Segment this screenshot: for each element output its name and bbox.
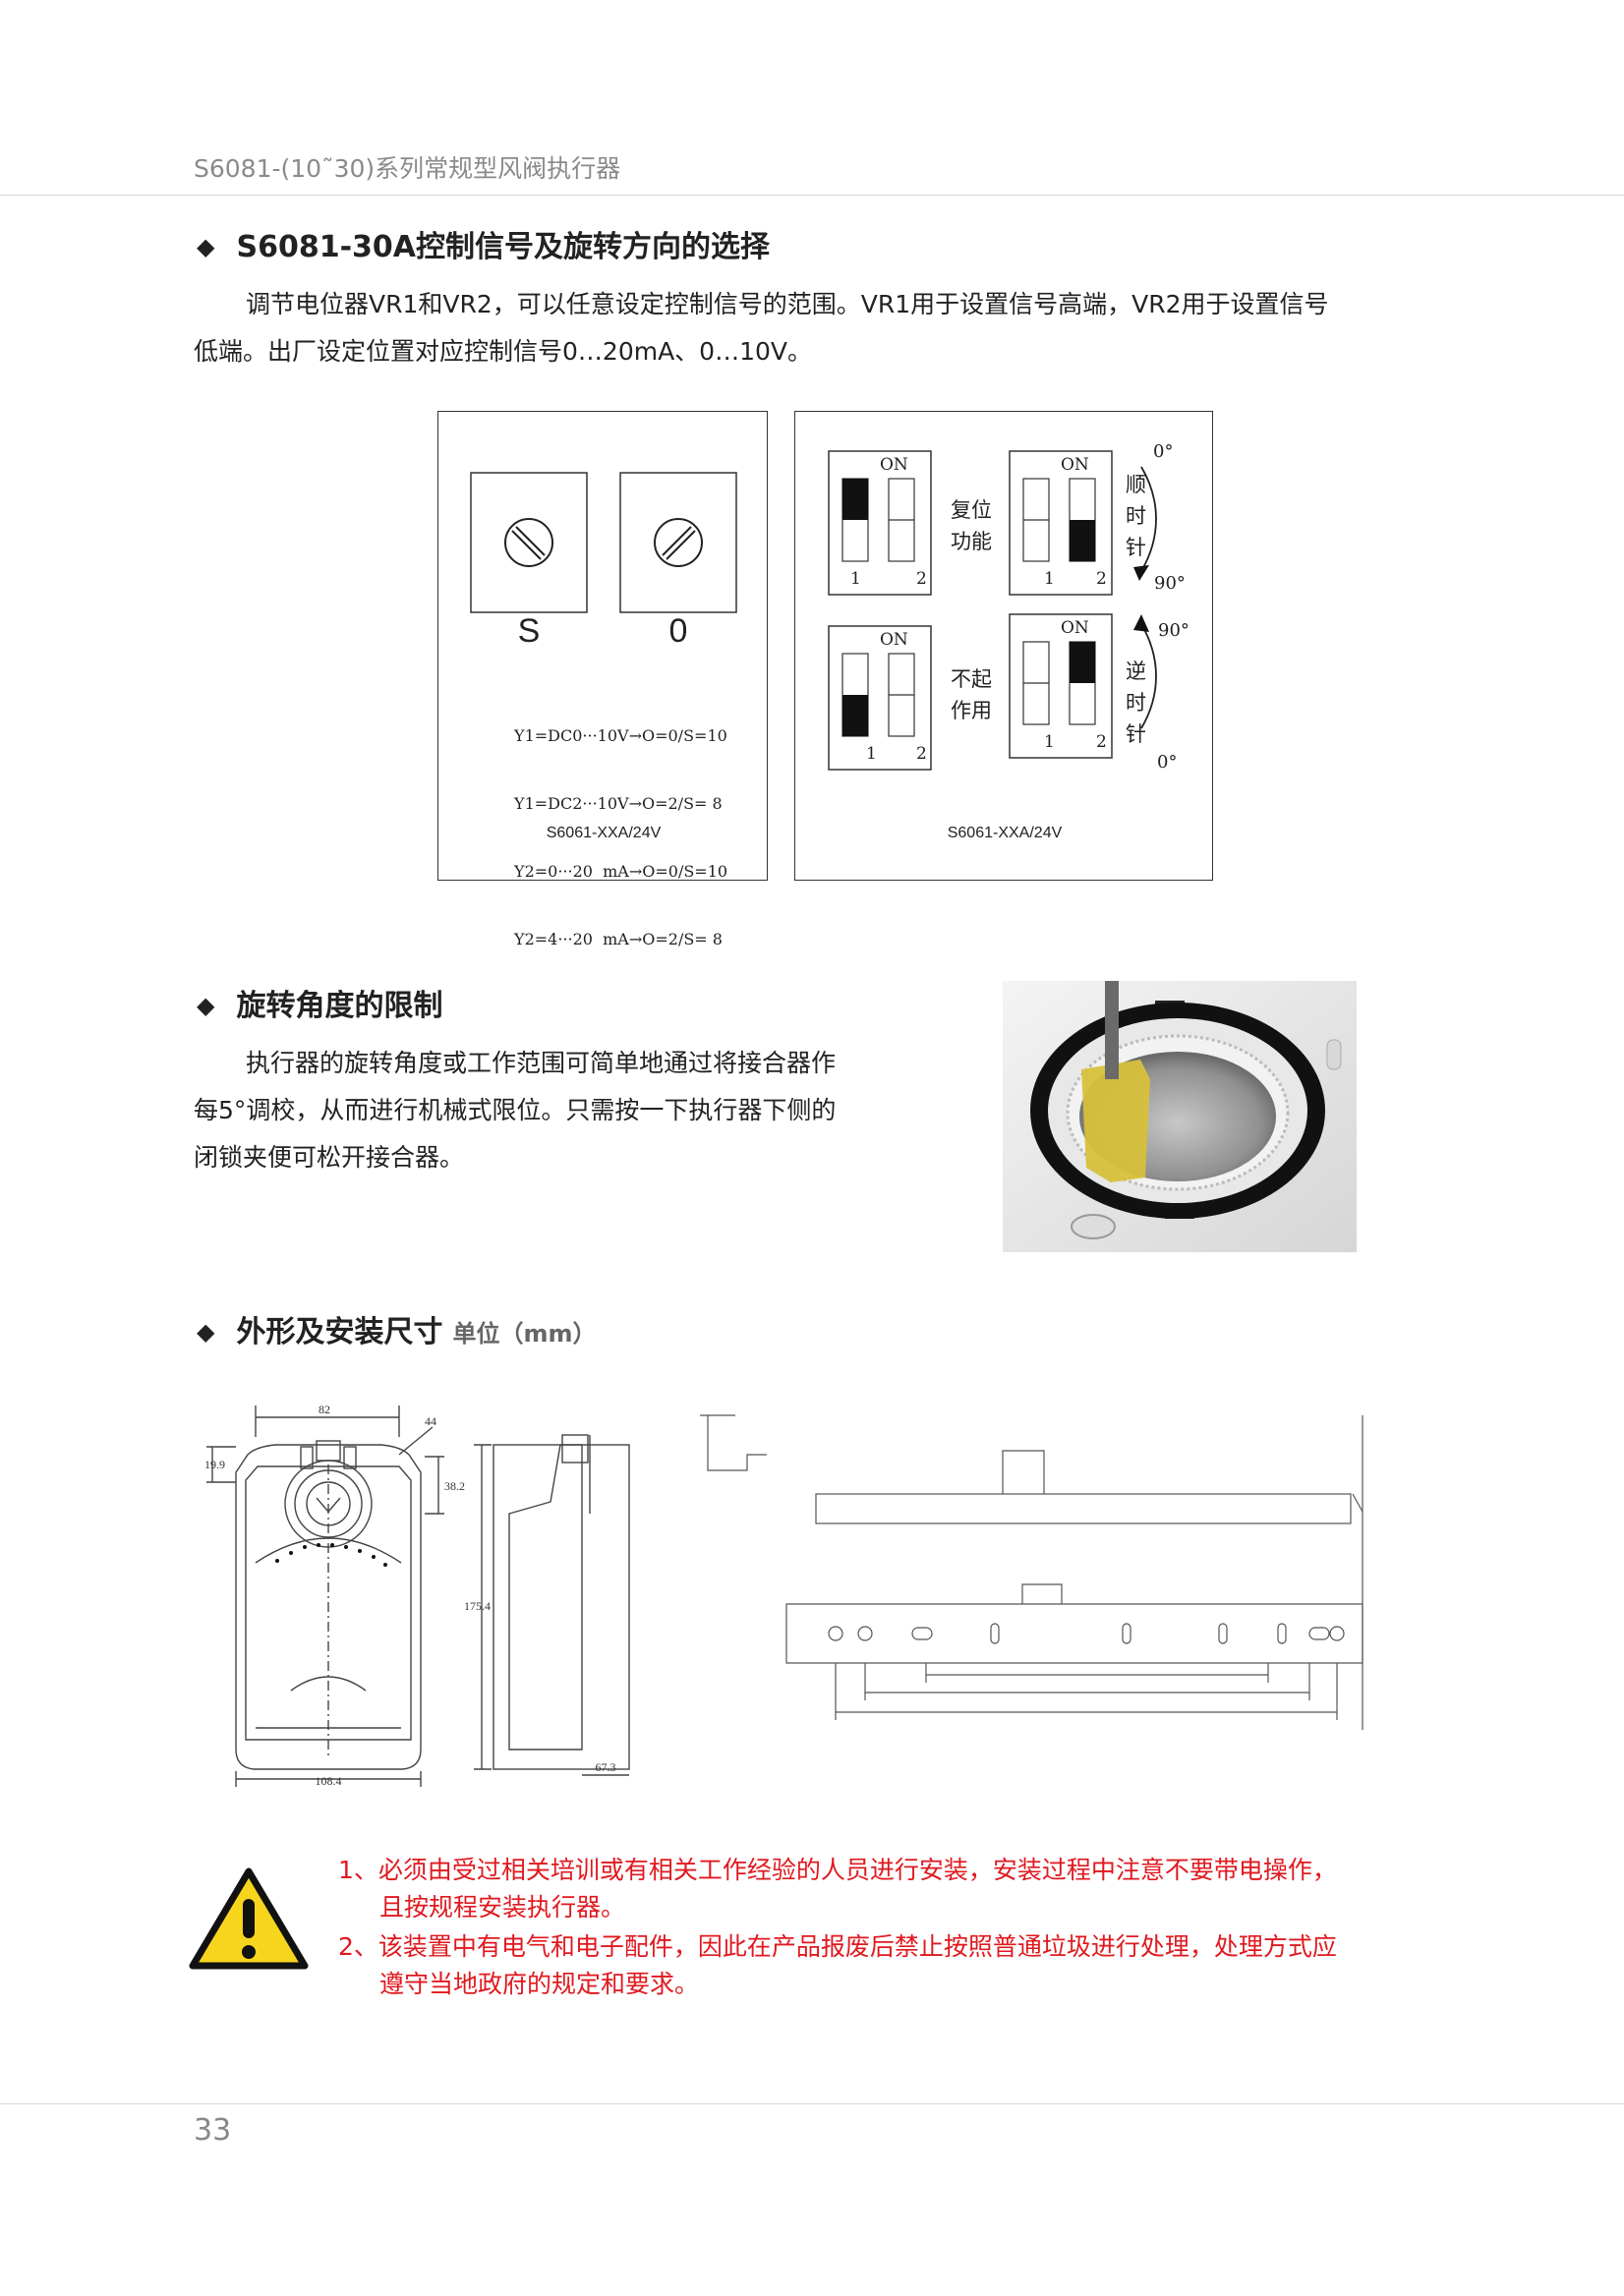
left-panel-model: S6061-XXA/24V [546,825,662,841]
dim-top-width: 82 [319,1403,330,1416]
ccw-start-degree: 90° [1158,620,1189,641]
signal-line: Y1=DC0···10V→O=0/S=10 [514,726,727,745]
dim-bottom-width: 108.4 [316,1774,342,1788]
page-number: 33 [194,2113,232,2148]
signal-line: Y2=0···20 mA→O=0/S=10 [514,862,728,881]
pot-s-knob-icon [504,518,553,567]
pot-s-frame [470,472,588,613]
section1-heading: S6081-30A控制信号及旋转方向的选择 [236,230,770,264]
dip-lever-on [1070,642,1095,683]
counterclockwise-label: 逆 时 针 [1126,660,1146,746]
footer-rule [0,2103,1624,2104]
dim-right-offset: 38.2 [444,1479,465,1493]
pot-o-label: 0 [668,612,688,650]
coupler-photo [1003,981,1357,1252]
clockwise-arrow-icon [1140,466,1157,572]
dip-switch-drawing [828,450,1157,771]
section2-para-line1: 执行器的旋转角度或工作范围可简单地通过将接合器作 [246,1049,837,1077]
dip-num-2: 2 [916,569,927,589]
dip-num-2: 2 [916,744,927,764]
dim-depth: 67.3 [596,1760,616,1774]
signal-line: Y1=DC2···10V→O=2/S= 8 [514,794,723,813]
side-view-drawing [474,1434,630,1776]
signal-line: Y2=4···20 mA→O=2/S= 8 [514,930,723,948]
dimension-drawings: 82 19.9 38.2 44 175.4 108.4 67.3 [204,1403,1363,1788]
dip-lever-on [842,479,868,520]
section2-heading: 旋转角度的限制 [236,989,443,1023]
dip-num-1: 1 [1044,569,1055,589]
diamond-bullet-icon: ◆ [197,233,215,260]
section1-heading-row: ◆ S6081-30A控制信号及旋转方向的选择 [197,222,770,265]
dimension-labels: 82 19.9 38.2 44 175.4 108.4 67.3 [204,1403,616,1788]
clockwise-label: 顺 时 针 [1126,473,1146,559]
dip-on-label: ON [880,455,908,475]
section1-para-line1: 调节电位器VR1和VR2，可以任意设定控制信号的范围。VR1用于设置信号高端，V… [246,290,1329,318]
dip-on-label: ON [1061,618,1089,638]
section3-heading-row: ◆ 外形及安装尺寸单位（mm） [197,1307,596,1350]
diamond-bullet-icon: ◆ [197,992,215,1019]
dip-num-1: 1 [866,744,877,764]
counterclockwise-arrow-icon [1140,623,1157,729]
warning-triangle-icon [189,1867,309,1970]
diamond-bullet-icon: ◆ [197,1318,215,1346]
front-view-ticks [275,1543,387,1567]
warning-item-2-line2: 遵守当地政府的规定和要求。 [379,1970,700,1998]
front-view-drawing [206,1406,444,1787]
dip-lever-off [1070,520,1095,561]
dip-lever-off [842,695,868,736]
section2-para-line3: 闭锁夹便可松开接合器。 [194,1143,465,1172]
unit-label: 单位（mm） [452,1320,597,1348]
cw-start-degree: 0° [1153,441,1174,462]
warning-item-1-line1: 1、必须由受过相关培训或有相关工作经验的人员进行安装，安装过程中注意不要带电操作… [338,1856,1337,1884]
section2-para-line2: 每5°调校，从而进行机械式限位。只需按一下执行器下侧的 [194,1096,837,1124]
document-header-title: S6081-(10˜30)系列常规型风阀执行器 [194,154,621,183]
warning-item-1-line2: 且按规程安装执行器。 [379,1893,626,1922]
cw-end-degree: 90° [1154,573,1186,594]
dip-switch-panel: ON 1 2 ON 1 2 ON 1 2 ON 1 2 复位 功能 不起 作用 … [794,411,1213,881]
section3-heading: 外形及安装尺寸 [236,1315,443,1349]
signal-settings: Y1=DC0···10V→O=0/S=10 Y1=DC2···10V→O=2/S… [514,679,727,996]
pot-o-knob-icon [654,518,703,567]
section1-para-line2: 低端。出厂设定位置对应控制信号0…20mA、0…10V。 [194,337,812,366]
no-effect-label: 不起 作用 [951,667,992,722]
dim-height: 175.4 [464,1599,491,1613]
bracket-drawing [700,1414,1363,1730]
reset-function-label: 复位 功能 [951,498,992,553]
warning-item-2-line1: 2、该装置中有电气和电子配件，因此在产品报废后禁止按照普通垃圾进行处理，处理方式… [338,1932,1337,1961]
dip-num-1: 1 [1044,732,1055,752]
dip-on-label: ON [880,630,908,650]
potentiometer-drawing [470,472,737,613]
dim-angle: 44 [425,1414,436,1428]
dim-left-offset: 19.9 [204,1458,225,1471]
ccw-end-degree: 0° [1157,752,1178,773]
pot-o-frame [619,472,737,613]
dip-on-label: ON [1061,455,1089,475]
section2-heading-row: ◆ 旋转角度的限制 [197,981,442,1024]
header-rule [0,195,1624,196]
dip-num-2: 2 [1096,569,1107,589]
pot-s-label: S [517,612,541,650]
coupler-illustration [1003,981,1357,1252]
dip-num-1: 1 [850,569,861,589]
dip-num-2: 2 [1096,732,1107,752]
potentiometer-panel: S 0 Y1=DC0···10V→O=0/S=10 Y1=DC2···10V→O… [437,411,768,948]
right-panel-model: S6061-XXA/24V [947,825,1063,841]
